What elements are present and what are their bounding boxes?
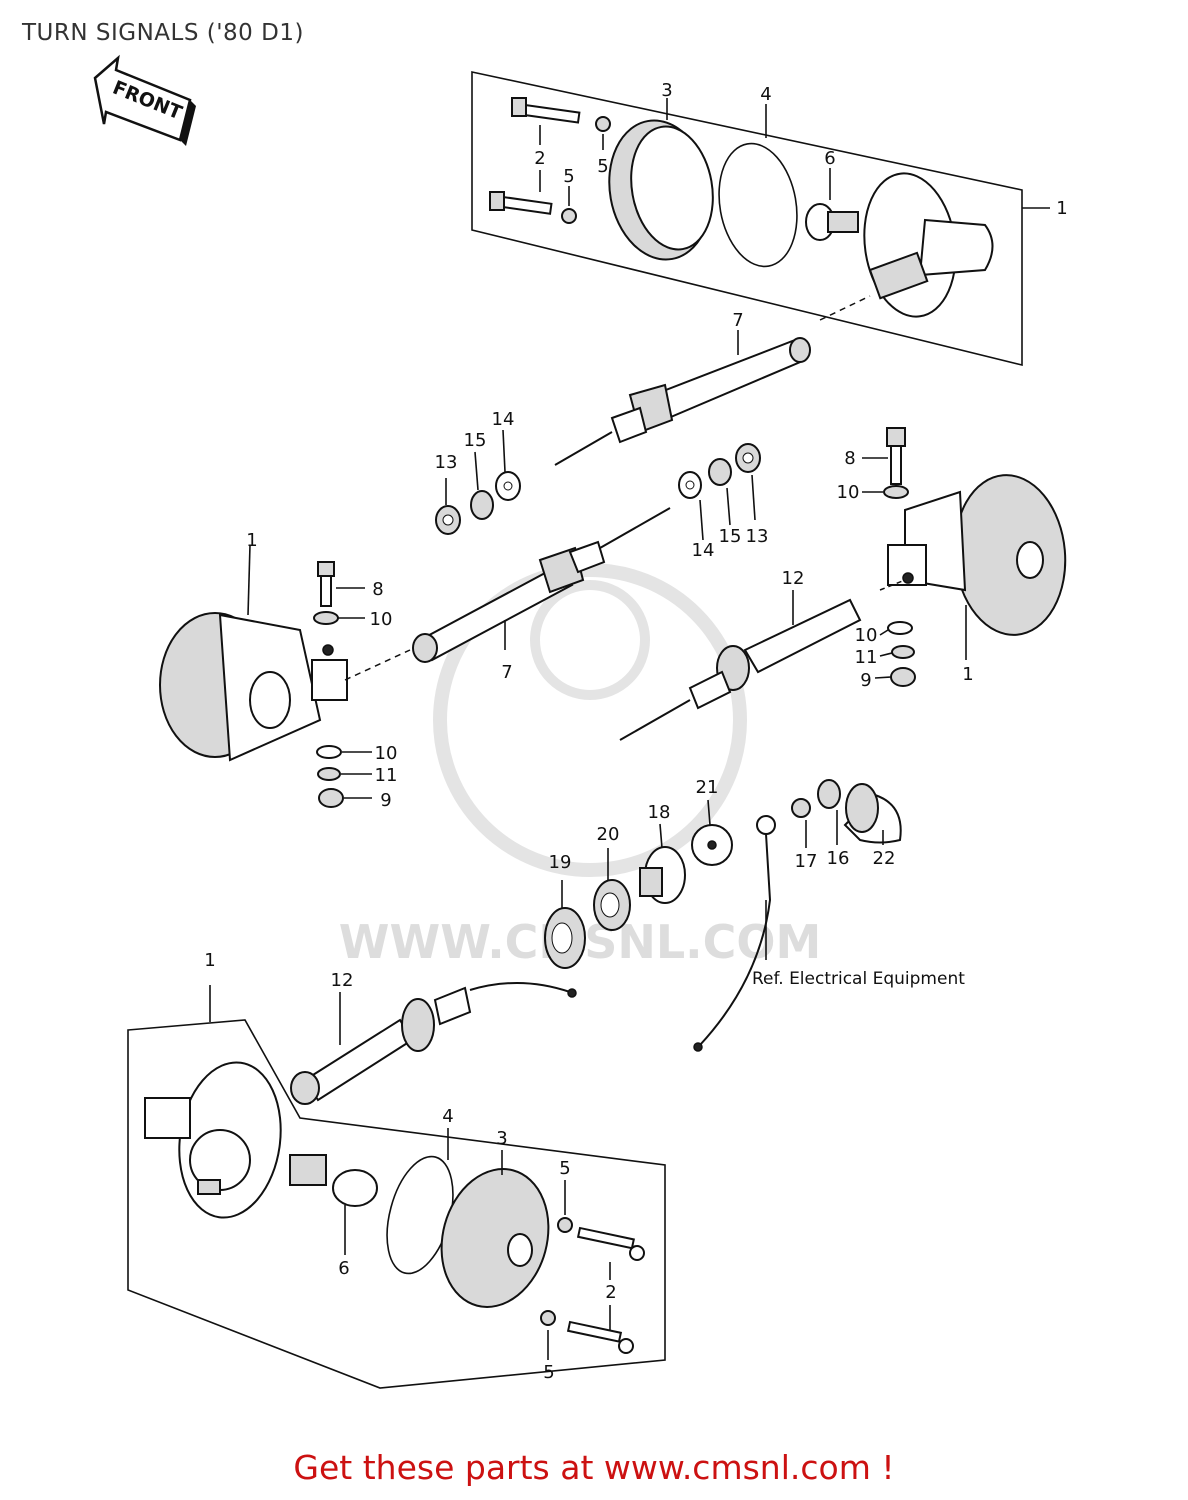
- callout-left-1: 1: [246, 530, 257, 551]
- callout-top-5a: 5: [597, 156, 608, 177]
- callout-top-6: 6: [824, 148, 835, 169]
- bottom-assembly-frame: [127, 1019, 666, 1389]
- callout-top-3: 3: [661, 80, 672, 101]
- front-arrow-icon: FRONT: [93, 54, 196, 146]
- left-nut-washer-stack: [435, 429, 521, 535]
- callout-17: 17: [795, 851, 818, 872]
- left-lower-fasteners: [316, 745, 372, 808]
- watermark: WWW.CMSNL.COM: [339, 563, 821, 969]
- callout-top-1: 1: [1056, 198, 1067, 219]
- callout-right-11: 11: [855, 647, 878, 668]
- callout-right-13: 13: [746, 526, 769, 547]
- middle-stem: [619, 590, 862, 741]
- callout-right-9: 9: [860, 670, 871, 691]
- ground-wire: [699, 833, 772, 1046]
- bottom-housing: [144, 1061, 282, 1219]
- top-bolts: [489, 97, 581, 215]
- callout-right-10a: 10: [837, 482, 860, 503]
- right-bolt-washer: [862, 427, 909, 499]
- bottom-lens: [440, 1150, 550, 1308]
- callout-bot-3: 3: [496, 1128, 507, 1149]
- callout-top-2: 2: [534, 148, 545, 169]
- footer-link-text[interactable]: Get these parts at www.cmsnl.com !: [293, 1448, 895, 1487]
- bottom-bulb: [289, 1154, 378, 1255]
- callout-right-15: 15: [719, 526, 742, 547]
- callout-left-14: 14: [492, 409, 515, 430]
- callout-19: 19: [549, 852, 572, 873]
- callout-left-8: 8: [372, 579, 383, 600]
- callout-mid-12: 12: [782, 568, 805, 589]
- callout-bot-4: 4: [442, 1106, 453, 1127]
- callout-right-10b: 10: [855, 625, 878, 646]
- callout-bot-5a: 5: [559, 1158, 570, 1179]
- callout-bot-12: 12: [331, 970, 354, 991]
- callout-bot-1: 1: [204, 950, 215, 971]
- lower-stem: [412, 507, 671, 663]
- top-gasket: [718, 142, 798, 268]
- upper-stem: [554, 330, 811, 466]
- callout-16: 16: [827, 848, 850, 869]
- callout-left-10a: 10: [370, 609, 393, 630]
- callout-20: 20: [597, 824, 620, 845]
- part-callouts: 3 4 2 5 5 6 1 7 13 15 14 14 15 13 8 10 1…: [204, 80, 1067, 1383]
- reference-note: Ref. Electrical Equipment: [752, 969, 965, 989]
- callout-top-5b: 5: [563, 166, 574, 187]
- callout-left-11: 11: [375, 765, 398, 786]
- callout-right-1: 1: [962, 664, 973, 685]
- left-signal-housing: [159, 544, 348, 762]
- callout-18: 18: [648, 802, 671, 823]
- bottom-screws-nuts: [540, 1180, 645, 1360]
- callout-left-13: 13: [435, 452, 458, 473]
- diagram-title: TURN SIGNALS ('80 D1): [22, 20, 304, 46]
- callout-bot-6: 6: [338, 1258, 349, 1279]
- bottom-stem: [290, 986, 472, 1105]
- callout-22: 22: [873, 848, 896, 869]
- callout-bot-5b: 5: [543, 1362, 554, 1383]
- mounting-grommet-parts: [544, 779, 902, 969]
- callout-bot-2: 2: [605, 1282, 616, 1303]
- callout-upper-7: 7: [732, 310, 743, 331]
- right-signal-housing: [887, 474, 1067, 636]
- right-nut-washer-stack: [678, 443, 761, 541]
- top-lens: [608, 98, 714, 261]
- top-assembly-frame: [471, 71, 1023, 367]
- callout-right-8: 8: [844, 448, 855, 469]
- callout-lower-7: 7: [501, 662, 512, 683]
- callout-21: 21: [696, 777, 719, 798]
- callout-left-10b: 10: [375, 743, 398, 764]
- callout-left-15: 15: [464, 430, 487, 451]
- left-bolt-washer: [313, 561, 365, 625]
- callout-top-4: 4: [760, 84, 771, 105]
- top-bulb: [805, 168, 859, 241]
- callout-right-14: 14: [692, 540, 715, 561]
- callout-left-9: 9: [380, 790, 391, 811]
- top-housing: [863, 172, 994, 318]
- right-lower-fasteners: [874, 605, 967, 687]
